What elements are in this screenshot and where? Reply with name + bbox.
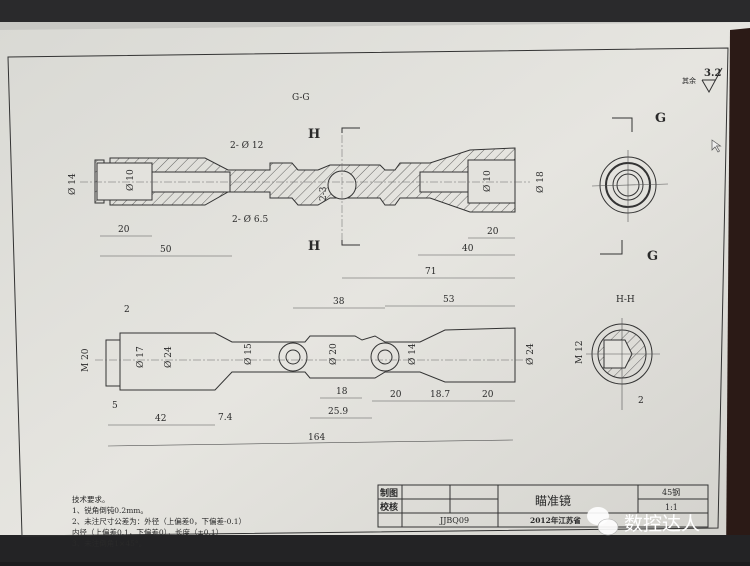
section-g-g: G-G H H Ø 14 Ø 10 Ø 10 Ø 18 2- Ø 12 2- Ø… [67,93,546,279]
scale: 1:1 [665,503,678,512]
cut-label-h-bottom: H [308,239,320,254]
dim-len20-right: 20 [487,227,499,237]
drawn-label: 制图 [380,487,398,499]
tech-req-heading: 技术要求。 [72,494,110,504]
section-h-h: H-H M 12 2 [575,295,660,410]
dim-len20-left: 20 [118,225,130,235]
tech-req-line: 3、未注倒角1×45°。 [72,538,146,548]
dim-len20a: 20 [390,390,402,400]
dim-d18: Ø 18 [535,171,546,193]
roughness-value: 3.2 [704,68,721,79]
dim-m20: M 20 [81,348,91,372]
dim-d20: Ø 20 [328,343,339,365]
wechat-watermark: 数控达人 [587,507,700,536]
dim-len71: 71 [425,267,436,277]
dim-len18: 18 [336,387,348,397]
tech-req-line: 2、未注尺寸公差为：外径（上偏差0，下偏差-0.1） [72,516,246,526]
dim-len50: 50 [160,245,172,255]
dim-len42: 42 [155,414,166,424]
dim-d14: Ø 14 [67,173,78,195]
cut-label-g-bottom: G [647,249,658,264]
dim-hole65: 2- Ø 6.5 [232,214,268,225]
side-view: G G [591,111,669,264]
dim-d15: Ø 15 [243,343,254,365]
watermark-text: 数控达人 [624,513,700,535]
tech-req-line: 内径（上偏差0.1，下偏差0），长度（±0.1） [72,527,223,537]
cut-label-h-top: H [308,127,320,142]
roughness-label: 其余 [682,76,696,85]
checked-label: 校核 [380,501,398,513]
section-title: G-G [292,93,310,103]
dim-d10-right: Ø 10 [482,170,493,192]
dim-len2-hh: 2 [638,396,644,406]
dim-d24-left: Ø 24 [163,346,174,368]
sheet-border [7,47,729,537]
dim-hole12: 2- Ø 12 [230,140,263,151]
tech-req-line: 1、锐角倒钝0.2mm。 [72,505,148,515]
title-block: 制图 校核 瞄准镜 45钢 1:1 JJBQ09 2012年江苏省 [377,484,709,528]
dim-len38: 38 [333,297,345,307]
mouse-cursor-icon [711,139,722,153]
drawing-sheet [0,22,750,562]
dim-len20b: 20 [482,390,494,400]
dim-2-3: 2-3 [319,186,329,201]
cut-label-g-top: G [655,111,666,126]
dim-len164: 164 [308,433,325,443]
dim-len25-9: 25.9 [328,407,348,417]
tech-requirements: 技术要求。 1、锐角倒钝0.2mm。 2、未注尺寸公差为：外径（上偏差0，下偏差… [72,494,246,548]
dim-d24-right: Ø 24 [525,343,536,365]
dim-len2: 2 [124,305,130,315]
dim-len40: 40 [462,244,474,254]
section-title-hh: H-H [616,295,635,305]
dim-d10-left: Ø 10 [125,169,136,191]
material: 45钢 [662,487,680,497]
dim-len7-4: 7.4 [218,413,233,423]
dim-len18-7: 18.7 [430,390,450,400]
front-view: 2 M 20 Ø 17 Ø 24 Ø 15 Ø 20 Ø 14 Ø 24 38 … [81,295,536,447]
drawing-number: JJBQ09 [439,516,469,525]
part-name: 瞄准镜 [535,493,571,508]
dim-m12: M 12 [575,340,585,364]
dim-d17: Ø 17 [135,346,146,368]
organization: 2012年江苏省 [530,515,581,525]
dim-len53: 53 [443,295,455,305]
surface-roughness-symbol: 其余 3.2 [682,67,723,94]
dim-len5: 5 [112,401,118,411]
dim-d14-front: Ø 14 [407,343,418,365]
